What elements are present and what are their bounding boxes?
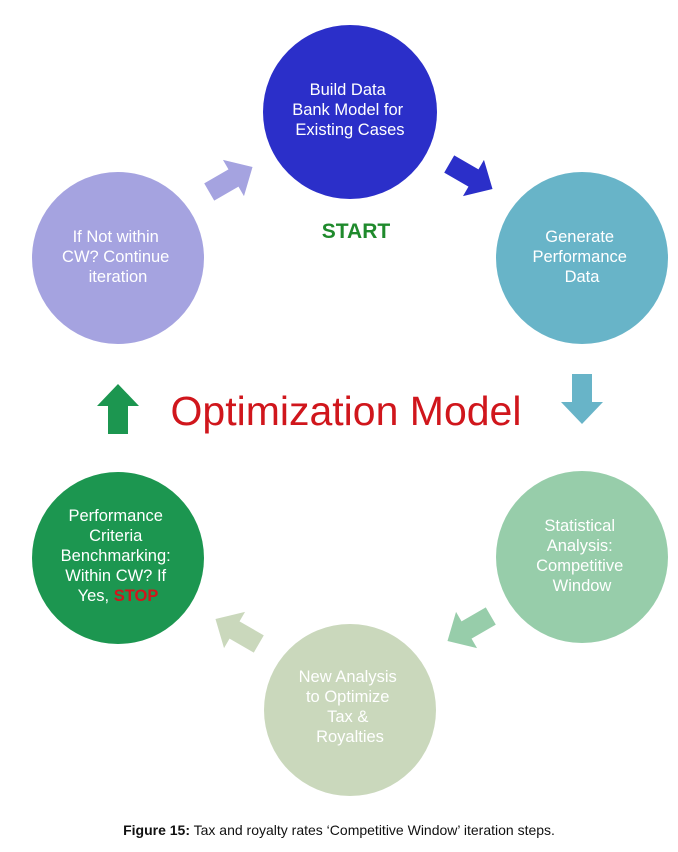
arrow-generate-to-statistical <box>561 374 603 424</box>
node-new-analysis-circle <box>264 624 436 796</box>
node-generate-performance-circle <box>496 172 668 344</box>
node-performance-criteria-line-5: Yes, <box>78 587 114 605</box>
caption-label: Figure 15: <box>123 822 190 838</box>
caption-text: Tax and royalty rates ‘Competitive Windo… <box>189 822 555 838</box>
arrow-statistical-to-new <box>447 607 496 649</box>
node-performance-criteria-line-1: Performance <box>68 507 162 525</box>
arrow-build-to-generate <box>444 155 493 197</box>
arrow-performance-to-not-within <box>97 384 139 434</box>
node-generate-performance-line-2: Performance <box>532 248 626 266</box>
figure-caption: Figure 15: Tax and royalty rates ‘Compet… <box>0 822 678 838</box>
arrow-not-within-to-build <box>204 159 253 201</box>
node-generate-performance-line-1: Generate <box>545 228 614 246</box>
node-build-data-bank-label: Build Data Bank Model for Existing Cases <box>292 81 408 139</box>
node-performance-criteria-line-4: Within CW? If <box>65 567 166 585</box>
start-label: START <box>322 220 391 243</box>
node-new-analysis-label: New Analysis to Optimize Tax & Royalties <box>299 668 402 746</box>
node-not-within-cw-line-3: iteration <box>89 268 148 286</box>
node-statistical-analysis-circle <box>496 471 668 643</box>
node-statistical-analysis-line-2: Analysis: <box>547 537 613 555</box>
node-not-within-cw-line-2: CW? Continue <box>62 248 169 266</box>
node-not-within-cw-circle <box>32 172 204 344</box>
node-generate-performance-label: Generate Performance Data <box>532 228 631 286</box>
node-performance-criteria-line-3: Benchmarking: <box>61 547 171 565</box>
node-statistical-analysis-line-3: Competitive <box>536 557 623 575</box>
node-new-analysis-line-4: Royalties <box>316 728 384 746</box>
node-new-analysis-line-3: Tax & <box>327 708 368 726</box>
node-statistical-analysis-line-4: Window <box>553 577 612 595</box>
node-build-data-bank-line-1: Build Data <box>310 81 387 99</box>
node-performance-criteria-label: Performance Criteria Benchmarking: Withi… <box>61 507 176 605</box>
node-performance-criteria-circle <box>32 472 204 644</box>
node-not-within-cw-line-1: If Not within <box>73 228 159 246</box>
stop-word: STOP <box>114 587 159 605</box>
node-generate-performance-line-3: Data <box>565 268 601 286</box>
node-new-analysis-line-2: to Optimize <box>306 688 389 706</box>
node-build-data-bank-circle <box>263 25 437 199</box>
arrow-new-to-performance <box>215 611 264 653</box>
node-not-within-cw-label: If Not within CW? Continue iteration <box>62 228 174 286</box>
center-title: Optimization Model <box>171 388 522 434</box>
node-performance-criteria-line-2: Criteria <box>89 527 143 545</box>
node-statistical-analysis-line-1: Statistical <box>544 517 615 535</box>
node-build-data-bank-line-3: Existing Cases <box>295 121 404 139</box>
node-build-data-bank-line-2: Bank Model for <box>292 101 403 119</box>
node-new-analysis-line-1: New Analysis <box>299 668 397 686</box>
node-statistical-analysis-label: Statistical Analysis: Competitive Window <box>536 517 628 595</box>
